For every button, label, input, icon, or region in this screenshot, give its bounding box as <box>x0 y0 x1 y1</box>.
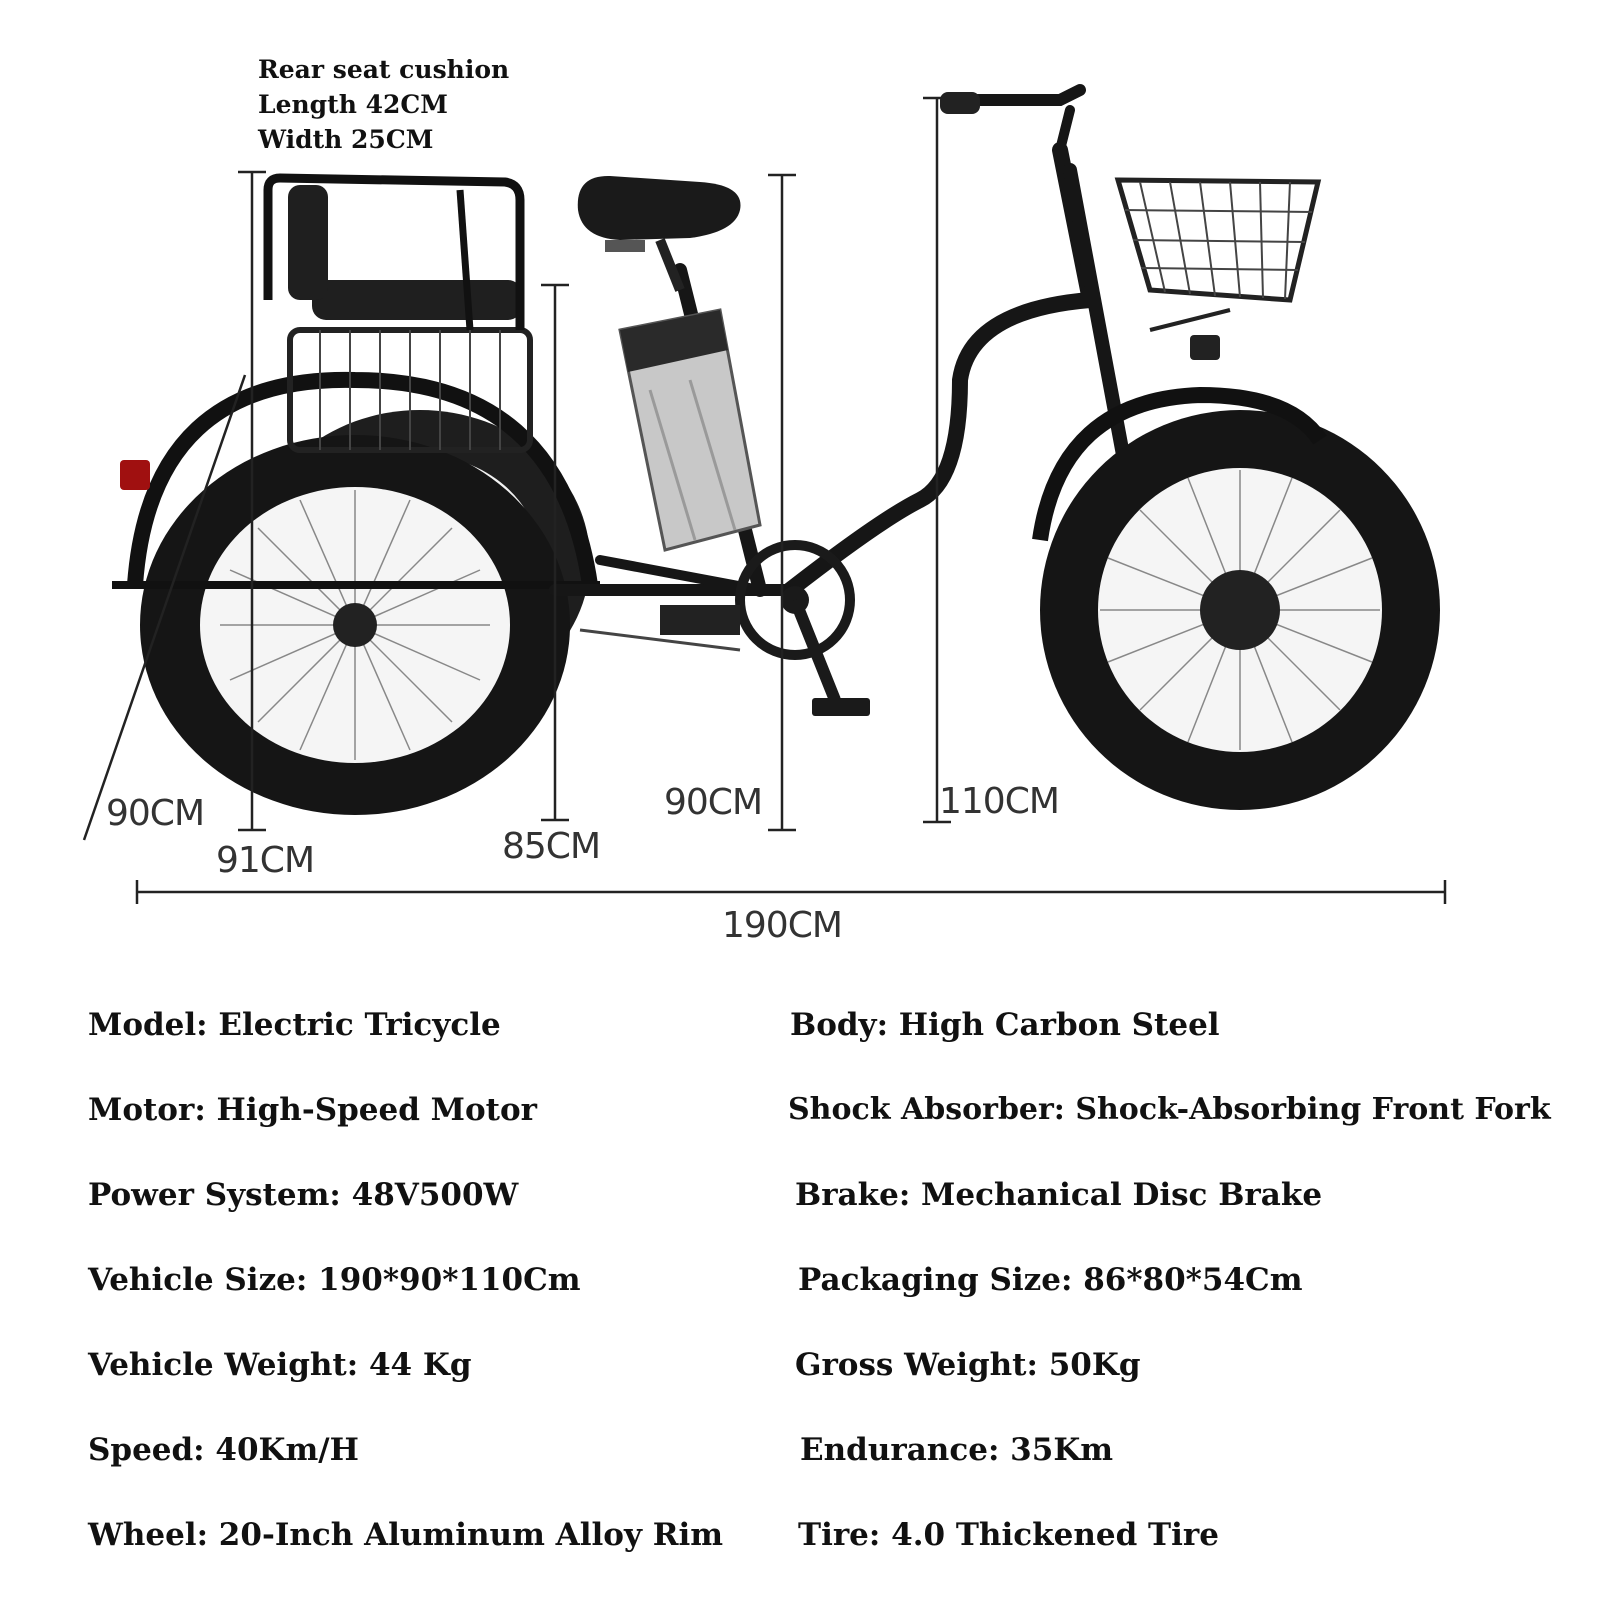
tricycle-illustration <box>82 84 1447 904</box>
spec-body: Body: High Carbon Steel <box>790 1007 1220 1043</box>
rear-light <box>120 460 150 490</box>
cushion-length: Length 42CM <box>258 90 448 119</box>
spec-shock-absorber: Shock Absorber: Shock-Absorbing Front Fo… <box>788 1092 1551 1127</box>
spec-gross-weight: Gross Weight: 50Kg <box>795 1347 1141 1383</box>
dim-total-height: 110CM <box>939 781 1060 822</box>
dim-total-length: 190CM <box>722 905 843 946</box>
spec-vehicle-weight: Vehicle Weight: 44 Kg <box>88 1347 472 1383</box>
battery <box>618 308 762 552</box>
front-basket <box>1114 177 1322 360</box>
rear-fender <box>127 371 598 587</box>
dimension-lines <box>82 96 1447 904</box>
spec-brake: Brake: Mechanical Disc Brake <box>795 1177 1323 1213</box>
dim-rear-width: 90CM <box>106 793 205 834</box>
rear-seat <box>263 173 533 453</box>
rear-wheel-near <box>140 435 570 815</box>
spec-motor: Motor: High-Speed Motor <box>88 1092 538 1128</box>
spec-packaging-size: Packaging Size: 86*80*54Cm <box>798 1262 1303 1298</box>
chainring <box>735 540 855 660</box>
dim-rear-height: 91CM <box>216 840 315 881</box>
product-diagram: Rear seat cushion Length 42CM Width 25CM… <box>82 52 1447 946</box>
main-seat <box>577 175 741 292</box>
front-wheel <box>1040 410 1440 810</box>
dim-seat-low: 85CM <box>502 826 601 867</box>
cushion-title: Rear seat cushion <box>258 55 510 84</box>
front-fender <box>1032 386 1327 542</box>
pedal <box>812 698 870 716</box>
spec-power-system: Power System: 48V500W <box>88 1177 519 1213</box>
spec-vehicle-size: Vehicle Size: 190*90*110Cm <box>88 1262 581 1298</box>
dim-seat-high: 90CM <box>664 782 763 823</box>
spec-wheel: Wheel: 20-Inch Aluminum Alloy Rim <box>88 1517 724 1553</box>
spec-endurance: Endurance: 35Km <box>800 1432 1114 1468</box>
rear-cushion-note: Rear seat cushion Length 42CM Width 25CM <box>258 52 509 157</box>
spec-model: Model: Electric Tricycle <box>88 1007 501 1043</box>
spec-tire: Tire: 4.0 Thickened Tire <box>798 1517 1219 1553</box>
cushion-width: Width 25CM <box>258 125 434 154</box>
spec-speed: Speed: 40Km/H <box>88 1432 359 1468</box>
handlebar-grip <box>940 92 980 114</box>
